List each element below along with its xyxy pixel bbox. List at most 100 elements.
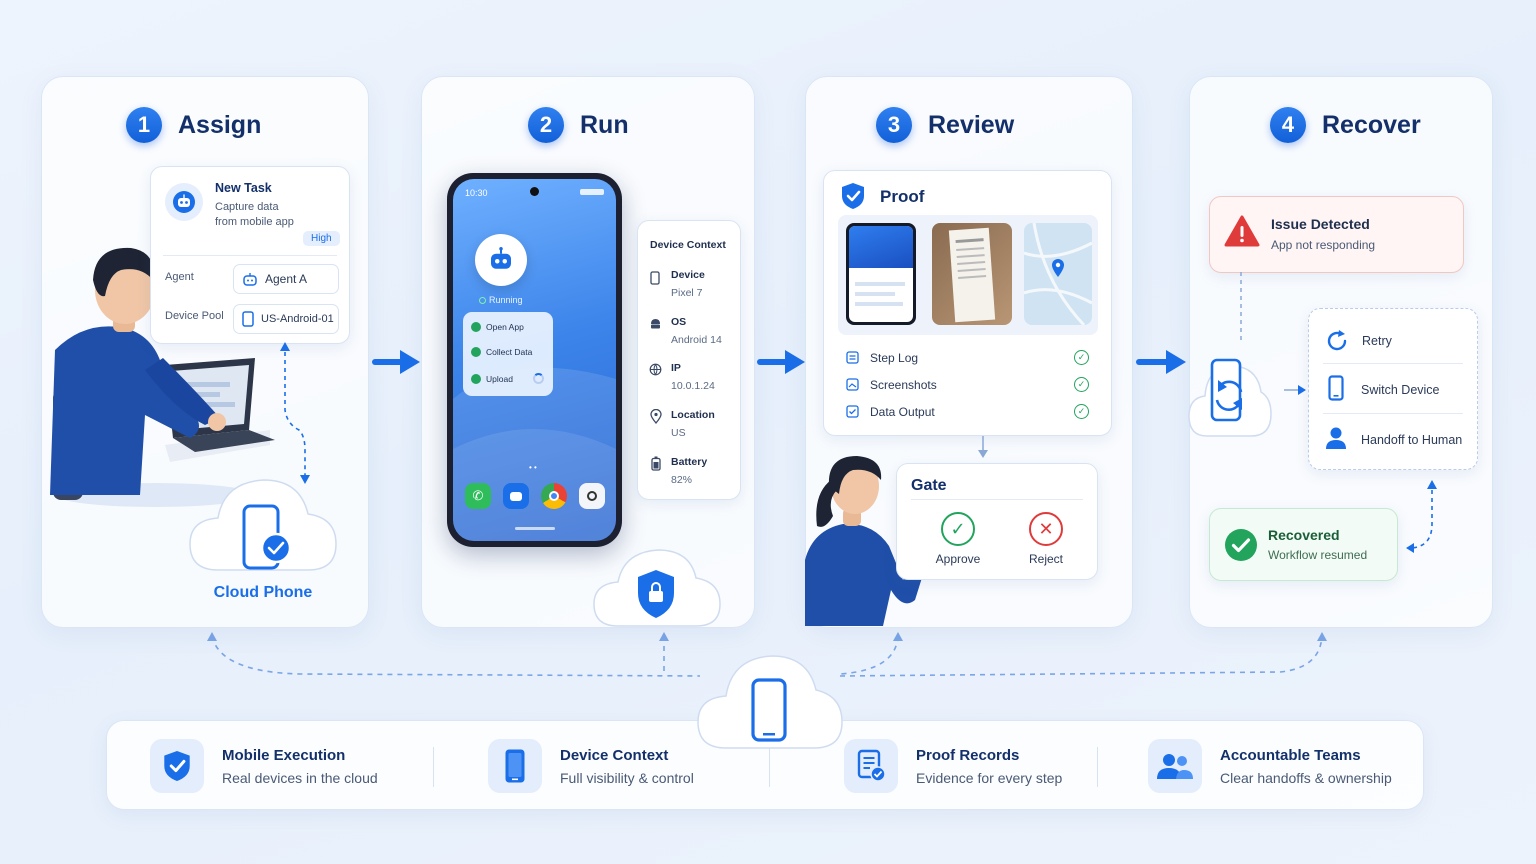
issue-desc: App not responding — [1271, 238, 1376, 252]
task-collect-data: Collect Data — [471, 347, 532, 357]
feature-desc: Full visibility & control — [560, 769, 694, 786]
person-at-laptop-illustration — [50, 247, 275, 507]
robot-avatar — [165, 183, 203, 221]
feature-desc: Evidence for every step — [916, 769, 1063, 786]
reject-button[interactable]: ✕ Reject — [1013, 512, 1079, 566]
feature-title: Accountable Teams — [1220, 746, 1361, 764]
phone-icon — [488, 739, 542, 793]
check-icon — [471, 347, 481, 357]
approve-label: Approve — [935, 552, 981, 566]
check-icon: ✓ — [1074, 404, 1089, 419]
feature-proof-records: Proof Records Evidence for every step — [844, 739, 1062, 793]
reject-label: Reject — [1028, 552, 1063, 566]
check-icon — [471, 374, 481, 384]
device-context-card: Device Context Device Pixel 7 OS Android… — [637, 220, 741, 500]
phone-icon — [1328, 375, 1344, 401]
phone-icon — [242, 311, 254, 327]
receipt-photo-thumbnail[interactable] — [932, 223, 1012, 325]
task-desc-line-1: Capture data — [215, 201, 279, 213]
team-icon — [1148, 739, 1202, 793]
step-number: 1 — [126, 107, 162, 143]
success-check-icon — [1225, 529, 1257, 561]
document-check-icon — [844, 739, 898, 793]
step-title: Assign — [178, 110, 262, 139]
person-icon — [1326, 427, 1346, 449]
assign-to-cloud-connector — [280, 342, 310, 484]
step-title: Recover — [1322, 110, 1421, 139]
shield-check-icon — [842, 183, 864, 209]
issue-detected-card[interactable]: Issue Detected App not responding — [1209, 196, 1464, 273]
feature-mobile-execution: Mobile Execution Real devices in the clo… — [150, 739, 378, 793]
feature-device-context: Device Context Full visibility & control — [488, 739, 694, 793]
step-number: 2 — [528, 107, 564, 143]
android-icon — [651, 319, 660, 329]
approve-button[interactable]: ✓ Approve — [925, 512, 991, 566]
run-status-text: Running — [489, 295, 523, 305]
switch-device-option[interactable]: Switch Device — [1323, 375, 1467, 401]
map-location-icon — [1024, 223, 1092, 325]
agent-value: Agent A — [265, 272, 308, 286]
screenshot-thumbnail[interactable] — [846, 223, 916, 325]
step-header-review: 3 Review — [876, 107, 1014, 143]
page-dots: • • — [529, 463, 537, 472]
retry-option[interactable]: Retry — [1323, 327, 1467, 353]
handoff-option[interactable]: Handoff to Human — [1323, 425, 1473, 451]
approve-check-icon: ✓ — [941, 512, 975, 546]
phone-icon — [650, 271, 660, 285]
task-desc-line-2: from mobile app — [215, 216, 294, 228]
feature-title: Mobile Execution — [222, 746, 346, 764]
to-options-arrow — [1284, 385, 1306, 395]
arrow-run-to-review — [757, 350, 805, 374]
globe-icon — [649, 363, 662, 376]
task-title: New Task — [215, 181, 272, 195]
list-icon — [846, 351, 859, 364]
step-title: Review — [928, 110, 1015, 139]
image-icon — [846, 378, 859, 391]
wallpaper-waves — [453, 367, 616, 541]
camera-icon[interactable] — [579, 483, 605, 509]
recovered-card[interactable]: Recovered Workflow resumed — [1209, 508, 1398, 581]
warning-icon — [1224, 215, 1260, 247]
reject-x-icon: ✕ — [1029, 512, 1063, 546]
home-indicator — [515, 527, 555, 530]
retry-icon — [1327, 330, 1347, 351]
running-phone-mockup[interactable]: 10:30 Running Open App Collect Data Uplo… — [447, 173, 622, 547]
checkbox-icon — [846, 405, 859, 418]
shield-check-icon — [150, 739, 204, 793]
device-pool-label: Device Pool — [165, 310, 224, 322]
run-status: Running — [479, 295, 523, 305]
task-open-app: Open App — [471, 322, 524, 332]
check-icon: ✓ — [1074, 377, 1089, 392]
check-icon — [471, 322, 481, 332]
battery-icon — [651, 456, 661, 471]
proof-to-gate-connector — [978, 436, 988, 458]
map-thumbnail[interactable] — [1024, 223, 1092, 325]
proof-title: Proof — [880, 187, 925, 206]
phone-call-icon[interactable]: ✆ — [465, 483, 491, 509]
feature-desc: Real devices in the cloud — [222, 769, 378, 786]
priority-badge: High — [303, 231, 340, 246]
robot-icon — [173, 191, 195, 213]
device-pool-select[interactable]: US-Android-01 — [233, 304, 339, 334]
gate-card: Gate ✓ Approve ✕ Reject — [896, 463, 1098, 580]
status-bar-icons — [580, 189, 604, 195]
camera-hole-icon — [530, 187, 539, 196]
status-dot-icon — [479, 296, 486, 304]
new-task-card[interactable]: New Task Capture data from mobile app Hi… — [150, 166, 350, 344]
robot-app-icon[interactable] — [475, 234, 527, 286]
agent-select[interactable]: Agent A — [233, 264, 339, 294]
location-pin-icon — [650, 409, 662, 424]
cloud-phone-icon[interactable] — [188, 474, 338, 578]
proof-thumbnails — [838, 215, 1098, 335]
issue-to-recovery-connector — [1240, 272, 1242, 342]
proof-card: Proof Step Log ✓ — [823, 170, 1112, 436]
loading-spinner-icon — [533, 373, 544, 384]
arrow-assign-to-run — [372, 350, 420, 374]
cloud-phone-label: Cloud Phone — [213, 584, 313, 601]
recovered-desc: Workflow resumed — [1268, 548, 1368, 562]
robot-icon — [491, 247, 511, 269]
feature-title: Proof Records — [916, 746, 1020, 764]
messages-icon[interactable] — [503, 483, 529, 509]
chrome-icon[interactable] — [541, 483, 567, 509]
